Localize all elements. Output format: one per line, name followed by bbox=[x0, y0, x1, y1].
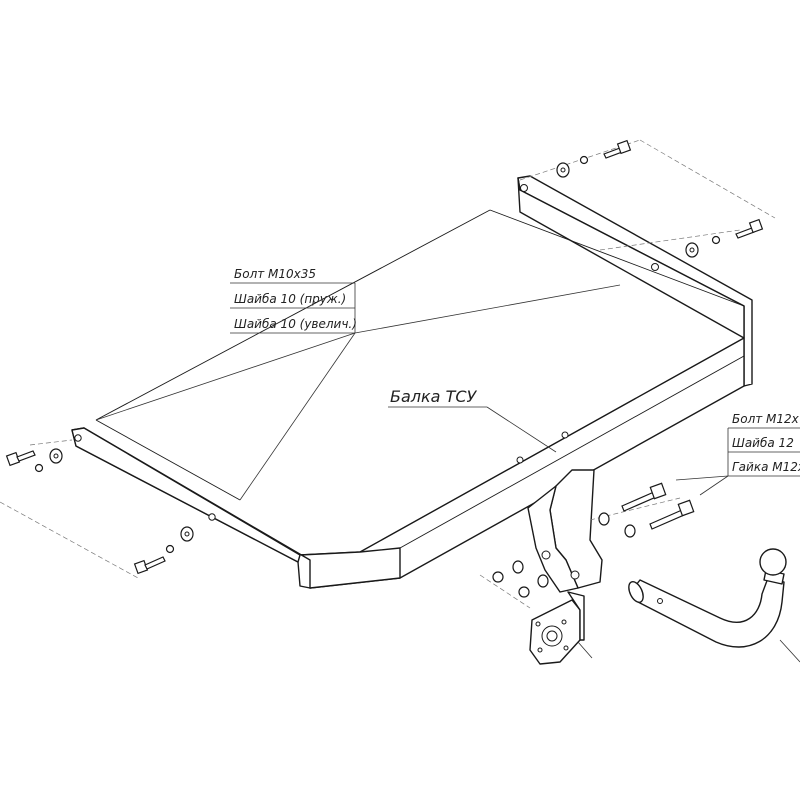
washer-icon bbox=[165, 544, 175, 554]
washer-icon bbox=[624, 524, 636, 538]
washer-icon bbox=[598, 512, 610, 526]
tow-ball-icon bbox=[759, 548, 787, 576]
label-bolt-m10: Болт М10х35 bbox=[234, 267, 316, 281]
bolt-icon bbox=[649, 499, 695, 530]
centre-mount-plate bbox=[527, 469, 603, 593]
tow-beam bbox=[299, 337, 745, 589]
left-hardware bbox=[5, 448, 194, 575]
label-washer-spring: Шайба 10 (пруж.) bbox=[234, 292, 346, 306]
bolt-icon bbox=[5, 450, 36, 467]
washer-icon bbox=[579, 155, 589, 165]
bolt-icon bbox=[621, 482, 667, 512]
washer-icon bbox=[537, 574, 549, 588]
label-washer-12: Шайба 12 bbox=[732, 436, 794, 450]
bolt-icon bbox=[603, 139, 632, 159]
bolt-icon bbox=[133, 556, 166, 575]
label-washer-large: Шайба 10 (увелич.) bbox=[234, 317, 357, 331]
washer-icon bbox=[512, 560, 524, 574]
tray-outline bbox=[95, 209, 745, 501]
bolt-icon bbox=[735, 218, 764, 239]
socket-bracket bbox=[529, 591, 593, 665]
nut-icon bbox=[492, 571, 504, 583]
washer-icon bbox=[711, 235, 721, 245]
label-bolt-m12: Болт М12х bbox=[732, 412, 800, 426]
tow-hook bbox=[628, 548, 800, 663]
label-beam: Балка ТСУ bbox=[390, 387, 478, 406]
beam-callout: Балка ТСУ bbox=[388, 387, 557, 453]
right-centre-hardware bbox=[492, 482, 695, 598]
left-side-bracket bbox=[71, 427, 311, 589]
label-nut-m12: Гайка М12х bbox=[732, 460, 800, 474]
right-callout: Болт М12х Шайба 12 Гайка М12х bbox=[675, 412, 800, 496]
nut-icon bbox=[518, 586, 530, 598]
left-callout: Болт М10х35 Шайба 10 (пруж.) Шайба 10 (у… bbox=[95, 267, 621, 501]
right-top-hardware bbox=[556, 139, 764, 258]
washer-icon bbox=[34, 463, 44, 473]
